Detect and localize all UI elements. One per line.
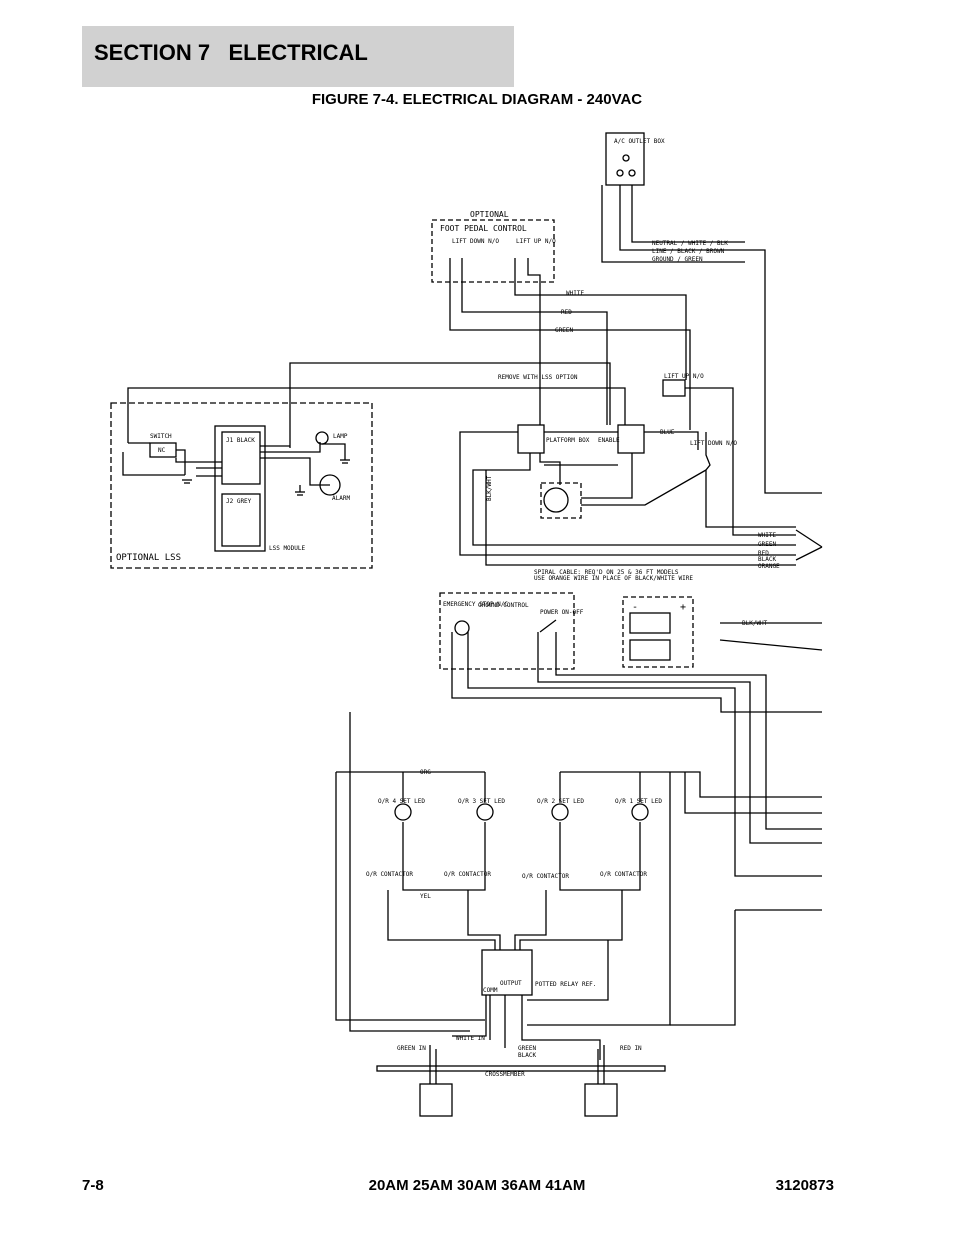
outlet-wire-1: NEUTRAL / WHITE / BLK — [652, 240, 728, 247]
ground-control-label: GROUND CONTROL — [478, 602, 529, 609]
contactor-2: O/R CONTACTOR — [522, 873, 569, 880]
platform-box-label: PLATFORM BOX — [546, 437, 590, 444]
lift-up-label: LIFT UP N/O — [516, 238, 556, 245]
j2-grey-label: J2 GREY — [226, 498, 252, 505]
footer-models: 20AM 25AM 30AM 36AM 41AM — [368, 1177, 586, 1194]
cable-red: RED — [758, 550, 769, 557]
spiral-note-1: SPIRAL CABLE: REQ'D ON 25 & 36 FT MODELS — [534, 569, 679, 576]
foot-pedal-box — [431, 219, 555, 283]
optional-lss-label: OPTIONAL LSS — [116, 553, 181, 563]
alarm-label: ALARM — [332, 495, 350, 502]
green-wire-label: GREEN — [518, 1045, 536, 1052]
common-label: COMM — [483, 987, 498, 994]
lift-down-no-label: LIFT DOWN N/O — [690, 440, 737, 447]
alarm-icon — [319, 474, 341, 496]
ac-outlet-box — [605, 132, 645, 186]
ol-led-1: O/R 1 SET LED — [615, 798, 662, 805]
white-in-label: WHITE IN — [456, 1035, 485, 1042]
cable-orange: ORANGE — [758, 563, 780, 570]
outlet-wire-3: GROUND / GREEN — [652, 256, 703, 263]
battery-minus: - — [632, 602, 638, 613]
ol-led-3: O/R 3 SET LED — [458, 798, 505, 805]
blk-wht-wire-label: BLK/WHT — [742, 620, 768, 627]
cable-black: BLACK — [758, 556, 776, 563]
red-label: RED — [561, 309, 572, 316]
nc-label: NC — [158, 447, 166, 454]
output-label: OUTPUT — [500, 980, 522, 987]
battery-plus: + — [680, 602, 686, 613]
optional-label: OPTIONAL — [470, 210, 509, 219]
ol-led-4: O/R 4 SET LED — [378, 798, 425, 805]
yel-label: YEL — [420, 893, 431, 900]
potted-relay-label: POTTED RELAY REF. — [535, 981, 596, 988]
switch-label: SWITCH — [150, 433, 172, 440]
section-header-band — [82, 26, 514, 87]
optional-lss-box — [110, 402, 373, 569]
j1-black-label: J1 BLACK — [226, 437, 255, 444]
black-wire-label: BLACK — [518, 1052, 536, 1059]
ground-control-box — [439, 592, 575, 670]
section-title: SECTION 7 ELECTRICAL — [94, 40, 368, 65]
white-label: WHITE — [566, 290, 584, 297]
emergency-stop-label: EMERGENCY STOP N/C — [443, 601, 508, 608]
lamp-label: LAMP — [333, 433, 348, 440]
green-label: GREEN — [555, 327, 573, 334]
figure-title: FIGURE 7-4. ELECTRICAL DIAGRAM - 240VAC — [311, 91, 643, 108]
power-label: POWER ON-OFF — [540, 609, 584, 616]
ac-outlet-label: A/C OUTLET BOX — [614, 138, 665, 145]
contactor-4: O/R CONTACTOR — [366, 871, 413, 878]
lift-down-label: LIFT DOWN N/O — [452, 238, 499, 245]
org-label: ORG — [420, 769, 431, 776]
ol-led-2: O/R 2 SET LED — [537, 798, 584, 805]
lss-module-label: LSS MODULE — [269, 545, 306, 552]
blue-label: BLUE — [660, 429, 675, 436]
cable-white: WHITE — [758, 532, 776, 539]
contactor-1: O/R CONTACTOR — [600, 871, 647, 878]
red-in-label: RED IN — [620, 1045, 642, 1052]
footer-doc-number: 3120873 — [775, 1177, 834, 1194]
lift-up-no-label: LIFT UP N/O — [664, 373, 704, 380]
contactor-3: O/R CONTACTOR — [444, 871, 491, 878]
spiral-note-2: USE ORANGE WIRE IN PLACE OF BLACK/WHITE … — [534, 575, 693, 582]
footer-page-number: 7-8 — [82, 1177, 104, 1194]
green-in-label: GREEN IN — [397, 1045, 426, 1052]
enable-label: ENABLE — [598, 437, 620, 444]
remove-lss-label: REMOVE WITH LSS OPTION — [498, 374, 578, 381]
outlet-wire-2: LINE / BLACK / BROWN — [652, 248, 725, 255]
blk-wht-label: BLK/WHT — [486, 475, 493, 501]
crossmember-label: CROSSMEMBER — [485, 1071, 525, 1078]
foot-pedal-label: FOOT PEDAL CONTROL — [440, 224, 527, 233]
cable-green: GREEN — [758, 541, 776, 548]
